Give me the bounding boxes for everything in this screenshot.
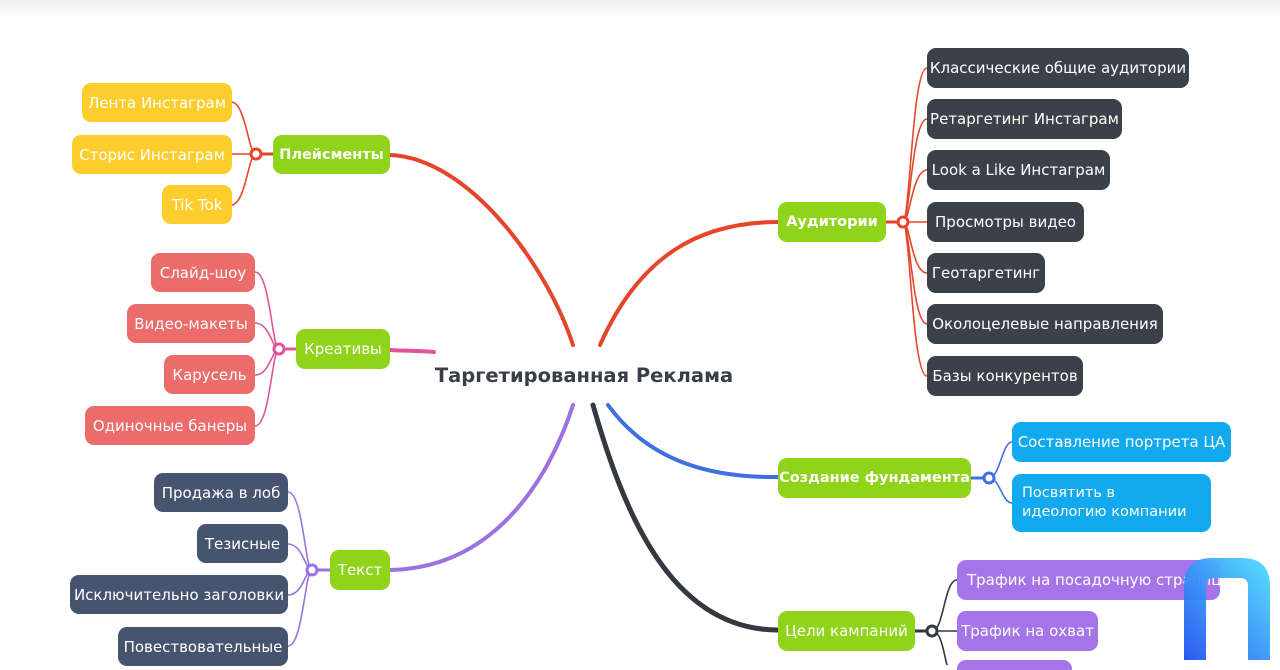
leaf-stories-instagram[interactable]: Сторис Инстаграм [72,135,232,174]
trunk-creatives [388,348,436,354]
leaf-company-ideology[interactable]: Посвятить в идеологию компании [1012,474,1211,532]
trunk-goals [590,402,781,633]
trunk-placements [388,153,575,347]
brand-logo-icon [1184,558,1270,660]
branch-creatives[interactable]: Креативы [296,329,390,369]
leaf-reach-traffic[interactable]: Трафик на охват [957,611,1098,651]
creatives-junction [272,342,286,356]
trunk-text [388,403,575,572]
central-topic[interactable]: Таргетированная Реклама [434,363,734,387]
leaf-retargeting-instagram[interactable]: Ретаргетинг Инстаграм [927,99,1122,139]
leaf-slideshow[interactable]: Слайд-шоу [151,253,255,292]
leaf-feed-instagram[interactable]: Лента Инстаграм [82,83,232,122]
placements-junction [249,147,263,161]
trunk-audiences [598,220,780,347]
branch-placements[interactable]: Плейсменты [273,135,390,174]
audiences-leaf-lines [886,67,928,377]
leaf-geotargeting[interactable]: Геотаргетинг [927,253,1045,293]
branch-goals[interactable]: Цели кампаний [778,611,915,651]
leaf-near-target[interactable]: Околоцелевые направления [927,304,1163,344]
leaf-headlines-only[interactable]: Исключительно заголовки [70,575,288,614]
leaf-video-views[interactable]: Просмотры видео [927,202,1084,242]
text-junction [305,563,319,577]
leaf-narrative[interactable]: Повествовательные [118,627,288,666]
leaf-landing-traffic[interactable]: Трафик на посадочную страницу [957,560,1220,600]
leaf-thesis[interactable]: Тезисные [197,524,288,563]
leaf-audience-portrait[interactable]: Составление портрета ЦА [1012,422,1231,462]
leaf-single-banners[interactable]: Одиночные банеры [85,406,255,445]
branch-foundation[interactable]: Создание фундамента [778,458,971,498]
goals-junction [925,624,939,638]
foundation-junction [982,471,996,485]
leaf-classic-audiences[interactable]: Классические общие аудитории [927,48,1189,88]
leaf-lookalike-instagram[interactable]: Look a Like Инстаграм [927,150,1110,190]
leaf-direct-sales[interactable]: Продажа в лоб [154,473,288,512]
branch-text[interactable]: Текст [330,550,390,590]
leaf-partial-hidden[interactable] [957,660,1072,670]
leaf-carousel[interactable]: Карусель [164,355,255,394]
branch-audiences[interactable]: Аудитории [778,202,886,242]
leaf-video-mockups[interactable]: Видео-макеты [127,304,255,343]
goals-leaf-lines [915,579,958,665]
leaf-tiktok[interactable]: Tik Tok [162,185,232,224]
trunk-foundation [606,403,780,480]
top-shadow [0,0,1280,18]
audiences-junction [896,215,910,229]
leaf-competitor-bases[interactable]: Базы конкурентов [927,356,1083,396]
